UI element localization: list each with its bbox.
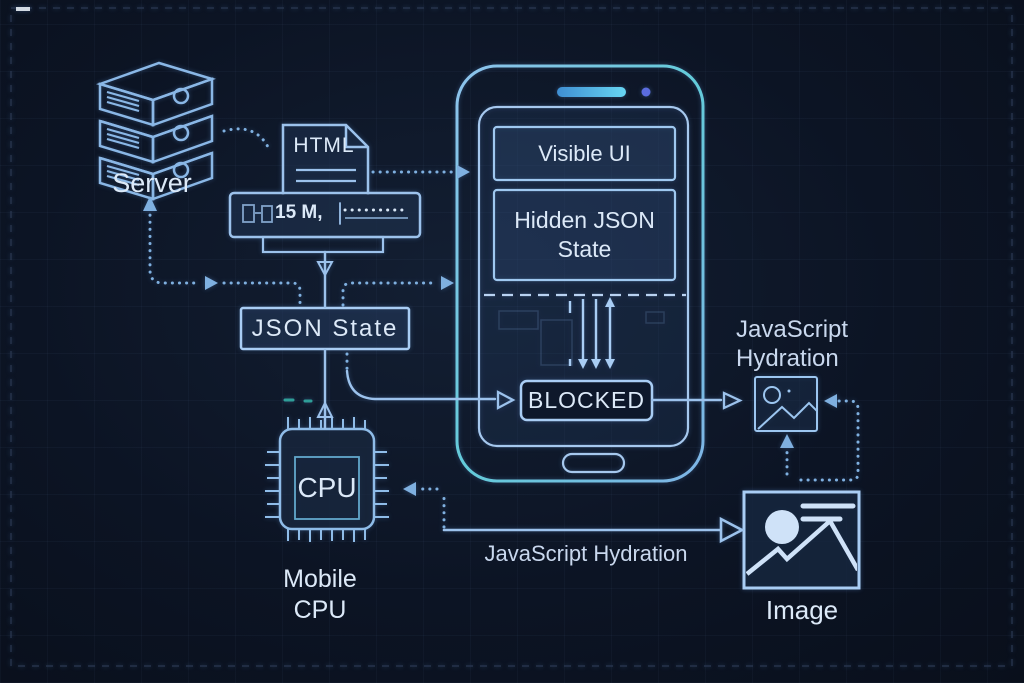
server-icon [95, 61, 217, 201]
arrowhead-left-into-icon [824, 394, 837, 408]
state-transfer-arrows [568, 297, 615, 369]
hidden-json-line2: State [557, 236, 612, 262]
arrowhead-up-to-server [143, 196, 157, 211]
cpu-chip-icon [265, 417, 389, 542]
arrowhead-up-to-json [316, 400, 334, 418]
connectors [143, 127, 860, 544]
html-document-icon [281, 123, 370, 195]
image-placeholder-icon [754, 376, 818, 432]
html-doc-label: HTML [293, 134, 355, 157]
hidden-json-state-label: Hidden JSON State [494, 190, 675, 280]
visible-ui-box [492, 125, 677, 182]
mobile-cpu-line1: Mobile [283, 565, 357, 593]
camera-dot-icon [641, 87, 651, 97]
smartphone-icon [455, 64, 705, 483]
payload-size-label: 15 M, [275, 202, 323, 223]
arrowhead-right-to-phone [441, 276, 454, 290]
hidden-json-line1: Hidden JSON [514, 207, 655, 233]
arrowhead-into-image [719, 516, 745, 544]
ghost-ui-rects [498, 310, 665, 366]
arrowhead-doc-to-phone [457, 165, 470, 179]
hidden-json-box [492, 188, 677, 282]
mobile-cpu-line2: CPU [293, 596, 347, 624]
js-hydration-line1: JavaScript [736, 316, 849, 343]
arrowhead-into-cpu [403, 482, 416, 496]
cpu-chip-label: CPU [297, 472, 357, 503]
image-caption: Image [765, 595, 839, 625]
arrowhead-into-hydration-icon [722, 391, 743, 410]
visible-ui-label: Visible UI [538, 141, 631, 166]
speaker-icon [557, 87, 626, 97]
arrowhead-right-mid [205, 276, 218, 290]
arrowhead-down-to-json [316, 261, 334, 278]
arrowhead-into-blocked [496, 390, 516, 410]
mobile-cpu-caption: Mobile CPU [250, 564, 390, 626]
server-label: Server [112, 168, 192, 198]
blocked-label: BLOCKED [528, 387, 645, 413]
page-border [10, 7, 1013, 667]
image-icon [742, 490, 861, 590]
js-hydration-line2: Hydration [736, 345, 839, 372]
json-state-label: JSON State [251, 315, 399, 342]
js-hydration-caption: JavaScript Hydration [736, 315, 866, 373]
js-hydration-flow-label: JavaScript Hydration [484, 541, 688, 566]
arrowhead-up-into-icon [780, 434, 794, 448]
download-size-bar [228, 191, 422, 254]
home-button-icon [561, 452, 626, 474]
